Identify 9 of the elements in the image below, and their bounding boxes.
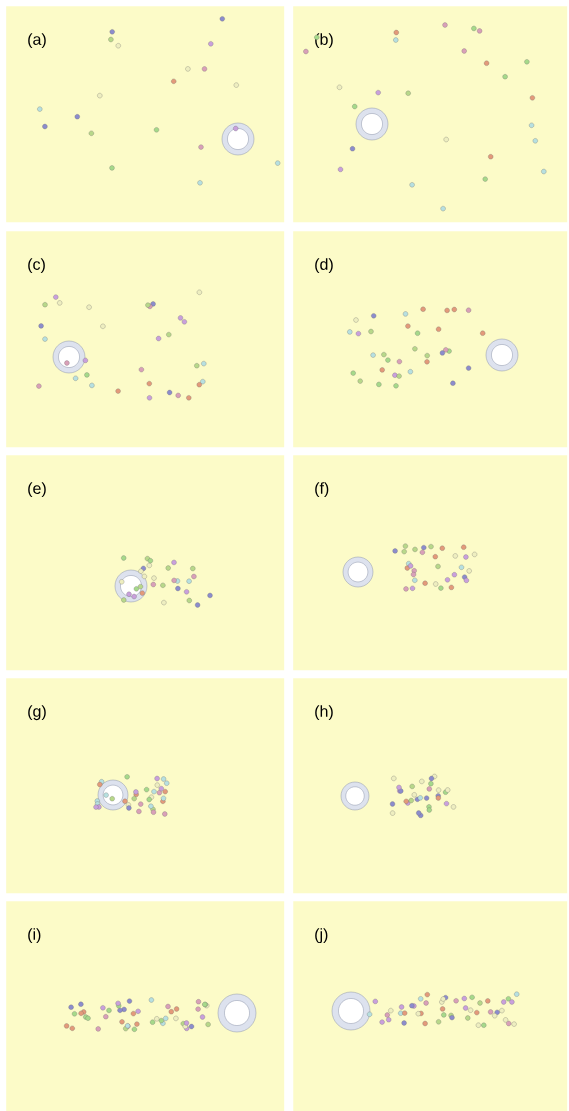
panel-label: (h) xyxy=(315,705,333,721)
panel-label: (g) xyxy=(28,705,46,721)
panel-label: (i) xyxy=(28,928,41,944)
panel-label: (d) xyxy=(315,258,333,274)
panel-label: (a) xyxy=(28,33,46,49)
panel-label: (c) xyxy=(28,258,45,274)
panel-label: (j) xyxy=(315,928,328,944)
panel-label: (f) xyxy=(315,482,329,498)
panel-label: (e) xyxy=(28,482,46,498)
